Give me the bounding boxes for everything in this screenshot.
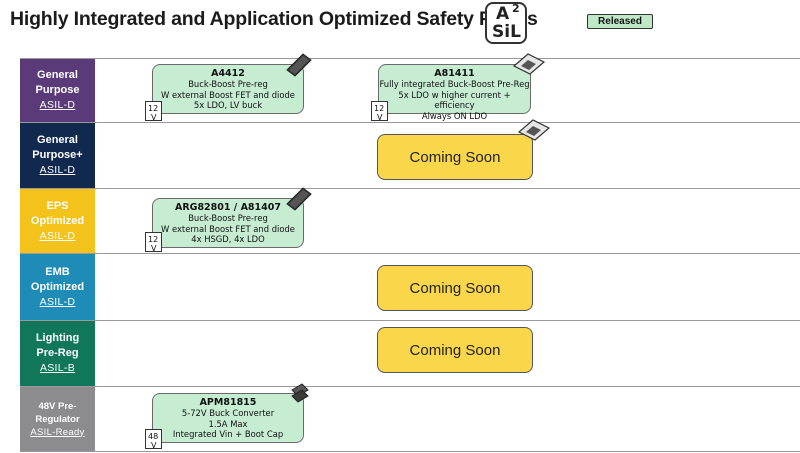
legend-released: Released — [587, 14, 653, 29]
product-feature: 4x HSGD, 4x LDO — [191, 234, 265, 244]
row-divider — [20, 386, 800, 387]
ic-package-icon — [517, 119, 551, 141]
asil-level-link[interactable]: ASIL-D — [39, 229, 76, 242]
category-label: Purpose+ — [32, 149, 83, 161]
voltage-tag: 12 V — [145, 101, 162, 122]
voltage-tag: 48 V — [145, 429, 162, 450]
row-divider — [20, 188, 800, 189]
logo-sil: SiL — [492, 22, 521, 42]
product-card-arg82801-a81407[interactable]: ARG82801 / A81407 Buck-Boost Pre-reg W e… — [152, 198, 304, 248]
product-feature: W external Boost FET and diode — [161, 89, 295, 100]
row-divider — [20, 122, 800, 123]
coming-soon-card: Coming Soon — [377, 265, 533, 311]
product-card-a4412[interactable]: A4412 Buck-Boost Pre-reg W external Boos… — [152, 64, 304, 114]
category-general-purpose-plus: General Purpose+ ASIL-D — [20, 123, 95, 188]
category-label: Regulator — [35, 413, 80, 425]
logo-a: A — [496, 4, 510, 24]
voltage-tag: 12 V — [145, 232, 162, 253]
asil-level-link[interactable]: ASIL-D — [39, 164, 76, 176]
ic-package-icon — [286, 53, 312, 77]
row-divider — [20, 451, 800, 452]
category-lighting-pre-reg: Lighting Pre-Reg ASIL-B — [20, 321, 95, 386]
asil-level-link[interactable]: ASIL-D — [39, 99, 76, 111]
logo-superscript: 2 — [512, 2, 520, 15]
product-feature: 1.5A Max — [208, 418, 248, 429]
product-name: A81411 — [434, 68, 475, 79]
voltage-unit: V — [151, 441, 157, 450]
product-feature: 5-72V Buck Converter — [181, 408, 275, 418]
voltage-value: 12 — [148, 104, 159, 113]
row-divider — [20, 320, 800, 321]
product-feature: 5x LDO w higher current + efficiency — [398, 89, 511, 111]
voltage-unit: V — [151, 113, 157, 122]
coming-soon-card: Coming Soon — [377, 327, 533, 373]
category-label: Purpose — [35, 84, 80, 96]
category-label: General — [37, 134, 78, 146]
ic-package-icon — [291, 383, 309, 403]
category-label: EMB — [45, 265, 70, 278]
category-eps-optimized: EPS Optimized ASIL-D — [20, 189, 95, 253]
page-title: Highly Integrated and Application Optimi… — [10, 8, 538, 30]
category-label: General — [37, 69, 78, 81]
asil-level-link[interactable]: ASIL-D — [39, 295, 76, 308]
voltage-value: 48 — [148, 432, 159, 441]
voltage-tag: 12 V — [371, 101, 388, 122]
asil-level-link[interactable]: ASIL-B — [39, 362, 76, 374]
product-feature: 5x LDO, LV buck — [193, 100, 263, 110]
product-feature: Always ON LDO — [421, 110, 488, 121]
category-label: EPS — [46, 199, 69, 212]
voltage-unit: V — [151, 244, 157, 253]
voltage-value: 12 — [148, 235, 159, 244]
voltage-value: 12 — [374, 104, 385, 113]
product-feature: W external Boost FET and diode — [161, 223, 295, 234]
category-label: Optimized — [30, 214, 85, 227]
product-feature: Integrated Vin + Boot Cap — [172, 429, 284, 439]
asil-logo: A 2 SiL — [485, 2, 527, 44]
product-name: APM81815 — [199, 397, 257, 408]
coming-soon-card: Coming Soon — [377, 134, 533, 180]
product-feature: Buck-Boost Pre-reg — [188, 213, 268, 223]
voltage-unit: V — [377, 113, 383, 122]
category-label: Pre-Reg — [36, 347, 79, 359]
category-emb-optimized: EMB Optimized ASIL-D — [20, 254, 95, 320]
product-feature: Fully integrated Buck-Boost Pre-Reg — [379, 79, 530, 89]
category-label: Lighting — [35, 332, 80, 344]
ic-package-icon — [512, 53, 546, 75]
product-card-a81411[interactable]: A81411 Fully integrated Buck-Boost Pre-R… — [378, 64, 531, 121]
product-name: A4412 — [211, 68, 245, 79]
category-general-purpose: General Purpose ASIL-D — [20, 59, 95, 122]
category-48v-pre-regulator: 48V Pre- Regulator ASIL-Ready — [20, 387, 95, 451]
category-label: 48V Pre- — [38, 400, 77, 412]
row-divider — [20, 253, 800, 254]
product-name: ARG82801 / A81407 — [174, 202, 281, 213]
product-feature: Buck-Boost Pre-reg — [188, 79, 268, 89]
product-card-apm81815[interactable]: APM81815 5-72V Buck Converter 1.5A Max I… — [152, 393, 304, 443]
ic-package-icon — [286, 187, 312, 211]
category-label: Optimized — [30, 280, 85, 293]
row-divider — [20, 58, 800, 59]
asil-level-link[interactable]: ASIL-Ready — [30, 426, 85, 438]
